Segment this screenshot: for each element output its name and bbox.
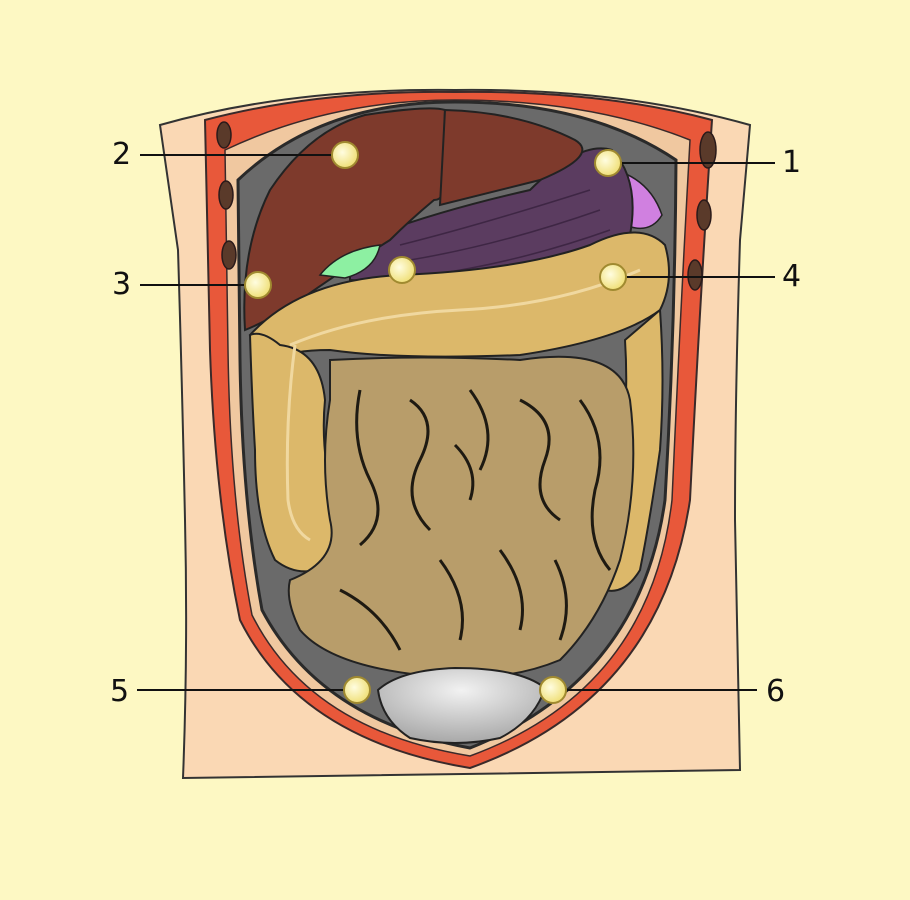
left-rib-sections [216,121,237,270]
right-rib-sections [687,131,717,291]
marker-5 [343,676,371,704]
marker-unlabeled [388,256,416,284]
marker-4 [599,263,627,291]
label-3: 3 [112,267,132,302]
marker-1 [594,149,622,177]
taenia-coli [289,268,641,347]
liver-left-lobe [438,108,584,207]
intestine-folds [339,389,612,651]
ascending-taenia [285,344,311,542]
urinary-bladder [376,666,547,744]
label-6: 6 [766,674,786,709]
label-4: 4 [782,259,802,294]
marker-2 [331,141,359,169]
leader-lines [137,154,775,691]
markers [244,141,627,704]
gallbladder [318,244,381,279]
label-1: 1 [782,145,802,180]
marker-3 [244,271,272,299]
label-5: 5 [110,674,130,709]
small-intestine [287,355,635,679]
label-2: 2 [112,137,132,172]
marker-6 [539,676,567,704]
